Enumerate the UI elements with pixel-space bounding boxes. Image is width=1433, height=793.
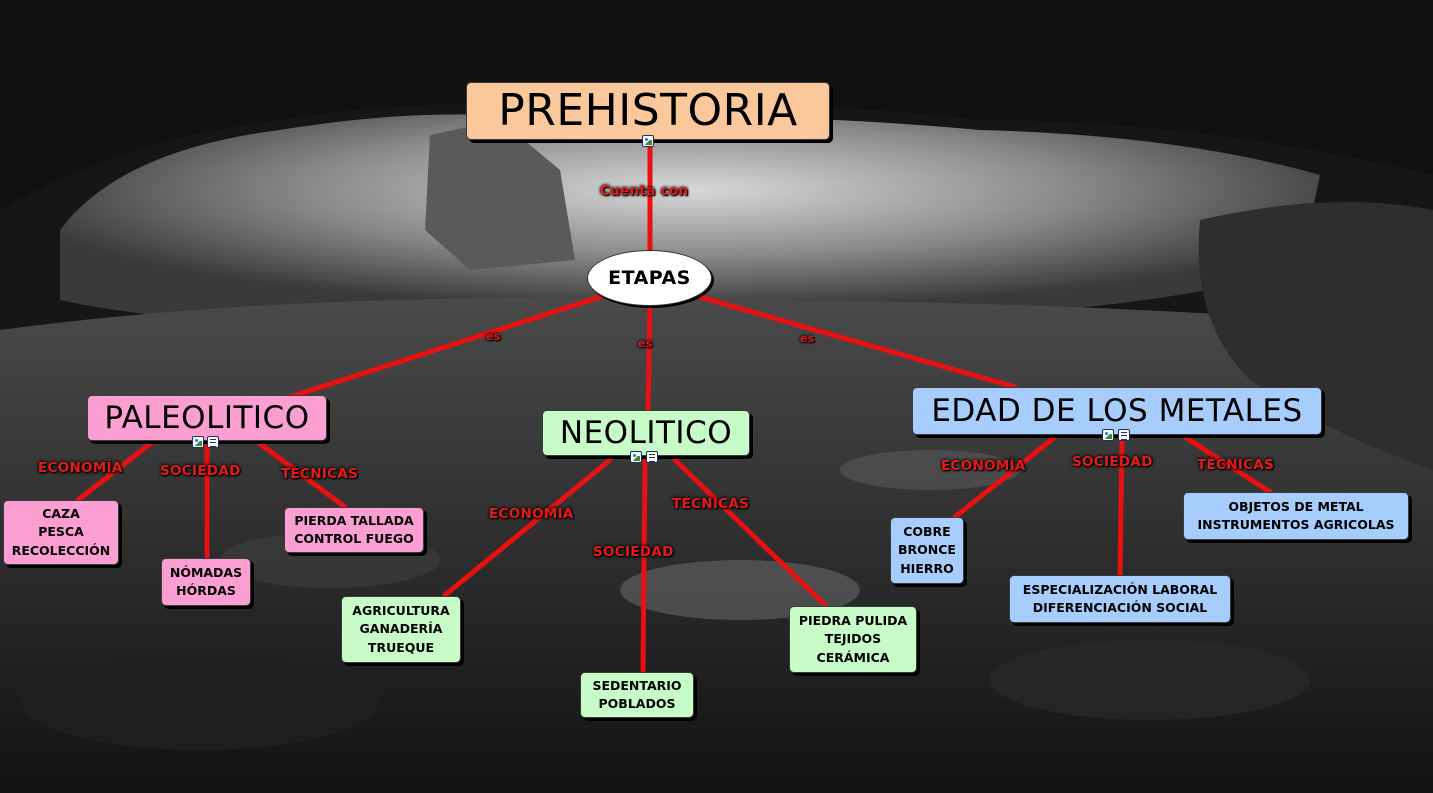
- link-hub-metales: [697, 294, 1018, 390]
- hub-concept[interactable]: ETAPAS: [587, 250, 712, 306]
- link-hub-paleolitico: [287, 294, 603, 400]
- metal-sociedad-node[interactable]: ESPECIALIZACIÓN LABORAL DIFERENCIACIÓN S…: [1009, 575, 1231, 623]
- document-icon[interactable]: [207, 436, 219, 448]
- link-paleo-tecnicas: [252, 437, 348, 510]
- label-metal-economia: ECONOMÍA: [941, 458, 1026, 474]
- metal-economia-node[interactable]: COBRE BRONCE HIERRO: [890, 517, 964, 584]
- paleo-sociedad-node[interactable]: NÓMADAS HÓRDAS: [161, 558, 251, 606]
- root-concept[interactable]: PREHISTORIA: [466, 82, 830, 140]
- image-icon[interactable]: [192, 436, 204, 448]
- label-metal-tecnicas: TÉCNICAS: [1197, 457, 1275, 473]
- label-metal-sociedad: SOCIEDAD: [1072, 454, 1153, 470]
- paleo-economia-node[interactable]: CAZA PESCA RECOLECCIÓN: [3, 500, 119, 565]
- document-icon[interactable]: [646, 451, 658, 463]
- link-neo-tecnicas: [672, 457, 828, 608]
- paleo-tecnicas-node[interactable]: PIERDA TALLADA CONTROL FUEGO: [284, 507, 424, 553]
- image-icon[interactable]: [642, 135, 654, 147]
- link-metal-economia: [952, 434, 1058, 520]
- link-paleo-economia: [75, 437, 158, 503]
- link-label-es: es: [800, 332, 815, 345]
- label-paleo-tecnicas: TÉCNICAS: [281, 466, 359, 482]
- link-metal-tecnicas: [1182, 434, 1273, 495]
- metal-tecnicas-node[interactable]: OBJETOS DE METAL INSTRUMENTOS AGRICOLAS: [1183, 492, 1409, 540]
- neo-sociedad-node[interactable]: SEDENTARIO POBLADOS: [580, 672, 694, 718]
- label-neo-sociedad: SOCIEDAD: [593, 544, 674, 560]
- link-neo-economia: [442, 457, 613, 598]
- stage-edad-de-los-metales[interactable]: EDAD DE LOS METALES: [912, 387, 1322, 435]
- document-icon[interactable]: [1118, 429, 1130, 441]
- image-icon[interactable]: [1102, 429, 1114, 441]
- neo-economia-node[interactable]: AGRICULTURA GANADERÍA TRUEQUE: [341, 596, 461, 663]
- image-icon[interactable]: [630, 451, 642, 463]
- stage-neolitico[interactable]: NEOLITICO: [542, 410, 750, 456]
- link-label-es: es: [486, 330, 501, 343]
- link-hub-neolitico: [645, 302, 653, 415]
- link-neo-sociedad: [640, 457, 648, 675]
- link-label-cuenta-con: Cuenta con: [600, 183, 689, 199]
- neo-tecnicas-node[interactable]: PIEDRA PULIDA TEJIDOS CERÁMICA: [789, 606, 917, 673]
- label-paleo-sociedad: SOCIEDAD: [160, 463, 241, 479]
- label-neo-tecnicas: TÉCNICAS: [672, 496, 750, 512]
- label-neo-economia: ECONOMIA: [489, 506, 574, 522]
- link-label-es: es: [638, 337, 653, 350]
- link-metal-sociedad: [1117, 434, 1125, 578]
- stage-paleolitico[interactable]: PALEOLITICO: [87, 395, 327, 441]
- label-paleo-economia: ECONOMÍA: [38, 460, 123, 476]
